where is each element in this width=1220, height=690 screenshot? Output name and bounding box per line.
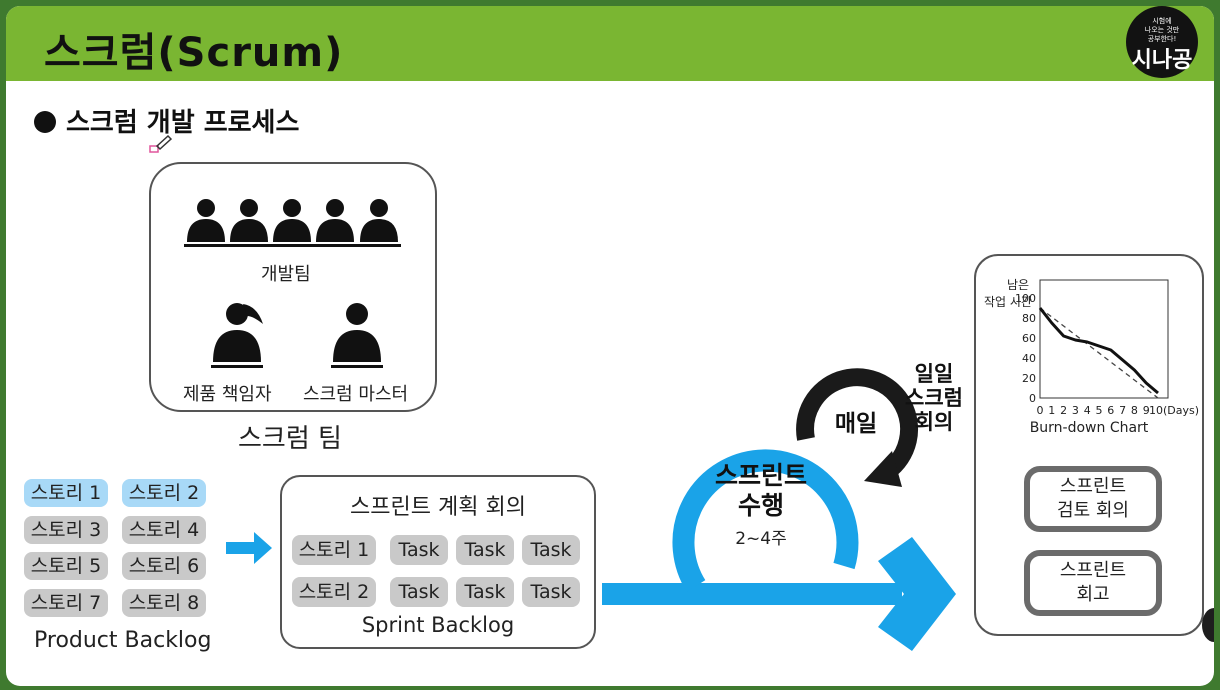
developer-icon-2 (227, 199, 271, 247)
task-tile: Task (390, 577, 448, 607)
daily-scrum-line-2: 스크럼 (905, 386, 963, 410)
story-card-1: 스토리 1 (24, 479, 108, 507)
sprint-review-box: 스프린트 검토 회의 (1024, 466, 1162, 532)
y-tick-label: 0 (1029, 392, 1036, 405)
sprint-line-1: 스프린트 (714, 461, 807, 490)
logo-tagline-2: 나오는 것만 (1144, 26, 1180, 34)
x-tick-label: 4 (1084, 404, 1091, 417)
sprint-duration: 2~4주 (735, 529, 787, 549)
section-heading: 스크럼 개발 프로세스 (34, 102, 299, 139)
team-figures (184, 199, 401, 368)
daily-scrum-line-3: 회의 (914, 410, 954, 434)
logo-tagline-3: 공부한다! (1147, 35, 1177, 43)
task-tile: Task (522, 535, 580, 565)
daily-label: 매일 (834, 411, 878, 437)
y-label-line-1: 남은 (1006, 278, 1030, 292)
brand-logo: 시험에 나오는 것만 공부한다! 시나공 (1126, 6, 1198, 78)
daily-scrum-line-1: 일일 (914, 362, 954, 386)
x-tick-label: 1 (1048, 404, 1055, 417)
story-card-8: 스토리 8 (122, 589, 206, 617)
sprint-loop-icon (672, 449, 859, 592)
product-owner-label: 제품 책임자 (183, 384, 272, 405)
sprint-backlog-label: Sprint Backlog (361, 613, 515, 637)
ideal-burndown-line (1039, 307, 1159, 399)
y-tick-label: 20 (1022, 372, 1036, 385)
burndown-frame (1039, 279, 1169, 399)
x-tick-label: 3 (1072, 404, 1079, 417)
sprint-big-arrow-icon (602, 537, 956, 651)
daily-loop-icon (796, 368, 919, 487)
sprint-line-2: 수행 (737, 491, 784, 520)
presenter-avatar-icon (1202, 608, 1214, 642)
scrum-team-caption: 스크럼 팀 (238, 424, 342, 454)
burndown-caption: Burn-down Chart (1029, 420, 1149, 436)
bullet-dot-icon (34, 111, 56, 133)
retro-line-1: 스프린트 (1059, 560, 1127, 581)
sprint-story-2: 스토리 2 (292, 577, 376, 607)
arrow-shaft (602, 583, 902, 605)
sprint-retro-box: 스프린트 회고 (1024, 550, 1162, 616)
arrow-head (878, 537, 956, 651)
daily-scrum-label: 일일 스크럼 회의 (902, 362, 966, 434)
scrum-master-label: 스크럼 마스터 (303, 384, 409, 405)
section-heading-text: 스크럼 개발 프로세스 (66, 108, 300, 138)
slide: 스크럼(Scrum) 시험에 나오는 것만 공부한다! 시나공 스크럼 개발 프… (6, 6, 1214, 686)
developer-icon-1 (184, 199, 228, 247)
retro-line-2: 회고 (1076, 584, 1110, 605)
story-card-2: 스토리 2 (122, 479, 206, 507)
story-card-6: 스토리 6 (122, 552, 206, 580)
task-tile: Task (456, 577, 514, 607)
arrow-right-icon (226, 532, 272, 564)
x-tick-label: 2 (1060, 404, 1067, 417)
developer-icon-5 (357, 199, 401, 247)
y-tick-label: 40 (1022, 352, 1036, 365)
review-line-2: 검토 회의 (1057, 500, 1129, 521)
task-tile: Task (522, 577, 580, 607)
x-tick-label: 10(Days) (1149, 404, 1199, 417)
dev-team-icons (184, 199, 401, 247)
product-backlog-label: Product Backlog (34, 628, 212, 653)
sprint-planning-title: 스프린트 계획 회의 (350, 495, 526, 520)
x-tick-label: 6 (1107, 404, 1114, 417)
review-line-1: 스프린트 (1059, 476, 1127, 497)
header-bar: 스크럼(Scrum) 시험에 나오는 것만 공부한다! 시나공 (6, 6, 1214, 81)
sprint-cycle-graphic (602, 368, 956, 651)
developer-icon-3 (270, 199, 314, 247)
story-card-4: 스토리 4 (122, 516, 206, 544)
developer-icon-4 (313, 199, 357, 247)
actual-burndown-line (1038, 307, 1159, 395)
sprint-execution-text: 스프린트 수행 (706, 461, 816, 521)
logo-tagline: 시험에 나오는 것만 공부한다! (1126, 17, 1198, 44)
logo-tagline-1: 시험에 (1152, 17, 1172, 25)
product-owner-icon (211, 303, 263, 368)
x-tick-label: 8 (1131, 404, 1138, 417)
task-tile: Task (390, 535, 448, 565)
logo-brand: 시나공 (1131, 48, 1193, 73)
y-tick-label: 100 (1015, 292, 1036, 305)
task-tile: Task (456, 535, 514, 565)
y-tick-label: 80 (1022, 312, 1036, 325)
x-tick-label: 7 (1119, 404, 1126, 417)
burndown-y-label: 남은 (998, 278, 1038, 293)
x-tick-label: 5 (1096, 404, 1103, 417)
x-tick-label: 9 (1143, 404, 1150, 417)
burndown-y-label-2: 작업 시간 (984, 295, 1032, 309)
sprint-planning-box: 스프린트 계획 회의 스토리 1 Task Task Task 스토리 2 Ta… (280, 475, 596, 649)
story-card-7: 스토리 7 (24, 589, 108, 617)
x-tick-label: 0 (1037, 404, 1044, 417)
y-tick-label: 60 (1022, 332, 1036, 345)
scrum-master-icon (331, 303, 383, 368)
story-card-5: 스토리 5 (24, 552, 108, 580)
pencil-icon (149, 134, 172, 153)
story-card-3: 스토리 3 (24, 516, 108, 544)
sprint-story-1: 스토리 1 (292, 535, 376, 565)
dev-team-label: 개발팀 (261, 264, 311, 285)
scrum-team-box: 개발팀 제품 책임자 스크럼 마스터 (149, 162, 437, 412)
page-title: 스크럼(Scrum) (44, 30, 344, 76)
